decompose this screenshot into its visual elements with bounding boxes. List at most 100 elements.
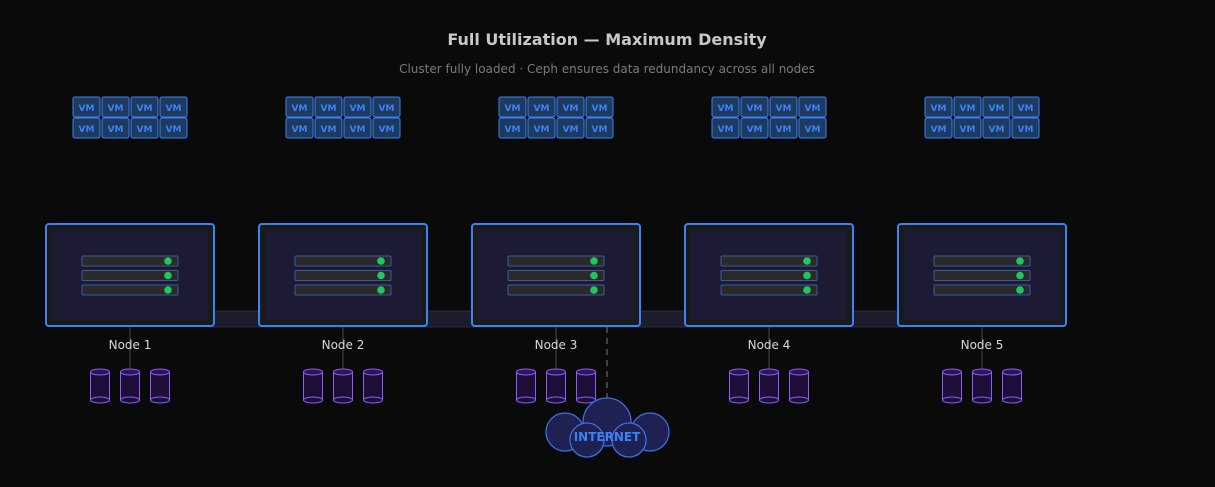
status-led-icon bbox=[377, 271, 385, 280]
drive-bay bbox=[81, 270, 179, 281]
vm-badge[interactable]: VM bbox=[498, 96, 527, 118]
vm-label: VM bbox=[505, 104, 521, 114]
ceph-disk-icon bbox=[729, 368, 749, 404]
vm-badge[interactable]: VM bbox=[372, 96, 401, 118]
ceph-disk-icon bbox=[516, 368, 536, 404]
vm-badge[interactable]: VM bbox=[343, 96, 372, 118]
node-label: Node 3 bbox=[535, 338, 578, 352]
vm-badge[interactable]: VM bbox=[740, 96, 769, 118]
vm-badge[interactable]: VM bbox=[982, 96, 1011, 118]
vm-badge[interactable]: VM bbox=[72, 117, 101, 139]
vm-label: VM bbox=[989, 104, 1005, 114]
vm-label: VM bbox=[166, 104, 182, 114]
vm-badge[interactable]: VM bbox=[72, 96, 101, 118]
drive-bay bbox=[81, 284, 179, 296]
vm-badge[interactable]: VM bbox=[527, 117, 556, 139]
status-led-icon bbox=[590, 271, 598, 280]
internet-cloud-icon bbox=[545, 397, 670, 458]
vm-badge[interactable]: VM bbox=[1011, 117, 1040, 139]
ceph-disk-icon bbox=[1002, 368, 1022, 404]
vm-label: VM bbox=[931, 104, 947, 114]
vm-badge[interactable]: VM bbox=[101, 117, 130, 139]
status-led-icon bbox=[803, 286, 811, 294]
vm-label: VM bbox=[79, 125, 95, 135]
status-led-icon bbox=[803, 257, 811, 265]
vm-badge[interactable]: VM bbox=[1011, 96, 1040, 118]
vm-badge[interactable]: VM bbox=[159, 96, 188, 118]
vm-badge[interactable]: VM bbox=[527, 96, 556, 118]
vm-badge[interactable]: VM bbox=[953, 96, 982, 118]
vm-label: VM bbox=[321, 125, 337, 135]
drive-bay bbox=[720, 255, 818, 267]
vm-label: VM bbox=[960, 125, 976, 135]
vm-label: VM bbox=[563, 104, 579, 114]
vm-label: VM bbox=[563, 125, 579, 135]
vm-badge[interactable]: VM bbox=[924, 117, 953, 139]
vm-badge[interactable]: VM bbox=[343, 117, 372, 139]
vm-label: VM bbox=[534, 104, 550, 114]
vm-badge[interactable]: VM bbox=[711, 117, 740, 139]
ceph-disk-icon bbox=[759, 368, 779, 404]
ceph-disk-icon bbox=[972, 368, 992, 404]
vm-badge[interactable]: VM bbox=[130, 96, 159, 118]
vm-badge[interactable]: VM bbox=[769, 117, 798, 139]
vm-badge[interactable]: VM bbox=[953, 117, 982, 139]
vm-label: VM bbox=[137, 104, 153, 114]
vm-badge[interactable]: VM bbox=[314, 117, 343, 139]
vm-badge[interactable]: VM bbox=[798, 96, 827, 118]
vm-badge[interactable]: VM bbox=[372, 117, 401, 139]
ceph-disk-icon bbox=[90, 368, 110, 404]
vm-badge[interactable]: VM bbox=[285, 96, 314, 118]
node-label: Node 1 bbox=[109, 338, 152, 352]
diagram-subtitle: Cluster fully loaded · Ceph ensures data… bbox=[399, 62, 815, 76]
node-label: Node 5 bbox=[961, 338, 1004, 352]
vm-badge[interactable]: VM bbox=[769, 96, 798, 118]
vm-label: VM bbox=[350, 125, 366, 135]
ceph-disk-icon bbox=[150, 368, 170, 404]
vm-badge[interactable]: VM bbox=[101, 96, 130, 118]
vm-label: VM bbox=[350, 104, 366, 114]
vm-badge[interactable]: VM bbox=[711, 96, 740, 118]
vm-badge[interactable]: VM bbox=[285, 117, 314, 139]
vm-label: VM bbox=[108, 104, 124, 114]
ceph-disk-icon bbox=[303, 368, 323, 404]
vm-badge[interactable]: VM bbox=[159, 117, 188, 139]
vm-label: VM bbox=[1018, 104, 1034, 114]
vm-badge[interactable]: VM bbox=[585, 117, 614, 139]
vm-badge[interactable]: VM bbox=[924, 96, 953, 118]
vm-badge[interactable]: VM bbox=[498, 117, 527, 139]
vm-badge[interactable]: VM bbox=[740, 117, 769, 139]
vm-label: VM bbox=[379, 125, 395, 135]
vm-badge[interactable]: VM bbox=[130, 117, 159, 139]
ceph-disk-icon bbox=[546, 368, 566, 404]
status-led-icon bbox=[164, 257, 172, 265]
vm-badge[interactable]: VM bbox=[585, 96, 614, 118]
status-led-icon bbox=[1016, 271, 1024, 280]
status-led-icon bbox=[164, 271, 172, 280]
drive-bay bbox=[507, 270, 605, 281]
ceph-disk-icon bbox=[942, 368, 962, 404]
vm-label: VM bbox=[166, 125, 182, 135]
vm-label: VM bbox=[989, 125, 1005, 135]
vm-badge[interactable]: VM bbox=[798, 117, 827, 139]
status-led-icon bbox=[590, 257, 598, 265]
ceph-disk-icon bbox=[363, 368, 383, 404]
vm-badge[interactable]: VM bbox=[556, 117, 585, 139]
vm-label: VM bbox=[805, 125, 821, 135]
vm-label: VM bbox=[321, 104, 337, 114]
drive-bay bbox=[933, 255, 1031, 267]
node-label: Node 2 bbox=[322, 338, 365, 352]
vm-badge[interactable]: VM bbox=[314, 96, 343, 118]
vm-badge[interactable]: VM bbox=[982, 117, 1011, 139]
vm-label: VM bbox=[592, 125, 608, 135]
drive-bay bbox=[507, 255, 605, 267]
vm-badge[interactable]: VM bbox=[556, 96, 585, 118]
vm-label: VM bbox=[718, 125, 734, 135]
ceph-disk-icon bbox=[333, 368, 353, 404]
status-led-icon bbox=[164, 286, 172, 294]
